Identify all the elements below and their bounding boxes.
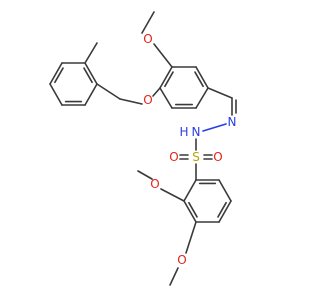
ring-a-bond (159, 66, 173, 89)
para-methyl-bond (169, 267, 179, 286)
ring-a-bond (195, 66, 209, 89)
ring-a-bond-inner (194, 71, 204, 88)
ring-d-bond (218, 179, 232, 202)
benzyl-bond (96, 83, 121, 100)
ring-d-bond (183, 179, 197, 202)
ortho-methyl-bond (137, 170, 153, 180)
ring-a-bond (195, 87, 209, 109)
methoxy-oxygen-top: O (143, 32, 152, 46)
oxy-methylene-bond (119, 98, 143, 105)
methoxy-oxygen-ortho: O (150, 177, 159, 191)
ring-c-bond (84, 83, 98, 106)
atom-labels: O O N N H S O O O O (143, 32, 236, 267)
vinyl-bond (207, 87, 233, 99)
ortho-methoxy-bond (160, 188, 185, 202)
methyl-bond (141, 11, 155, 34)
methoxy-oxygen-para: O (177, 253, 186, 267)
sulfonyl-oxygen-left: O (169, 150, 178, 164)
sulfonyl-sulfur: S (192, 150, 200, 164)
aryl-oxygen-bond (152, 87, 161, 97)
ring-c-bond-inner (83, 67, 93, 84)
benzyloxy-oxygen: O (143, 93, 152, 107)
ring-c-bond-inner (54, 67, 64, 84)
ring-a-bond-inner (164, 71, 174, 88)
hydrazide-nitrogen: N (192, 125, 201, 139)
ring-c-bond (49, 62, 63, 85)
ring-d-bond-inner (217, 201, 227, 218)
ring-c-bond (49, 83, 63, 106)
ring-a-bond (159, 87, 173, 109)
methoxy-bond (153, 43, 173, 68)
ring-c-bond (84, 62, 98, 85)
bond-lines (49, 11, 237, 286)
ring-d-bond-inner (188, 201, 198, 218)
chemical-structure: O O N N H S O O O O (49, 11, 237, 286)
tolyl-methyl-bond (84, 42, 98, 64)
hydrazide-hydrogen: H (179, 125, 188, 139)
hydrazine-bond (202, 123, 227, 132)
para-methoxy-bond (185, 221, 197, 254)
imine-nitrogen: N (228, 115, 237, 129)
ring-d-bond (183, 200, 197, 223)
ring-d-bond (218, 200, 232, 223)
sulfonyl-oxygen-right: O (213, 150, 222, 164)
